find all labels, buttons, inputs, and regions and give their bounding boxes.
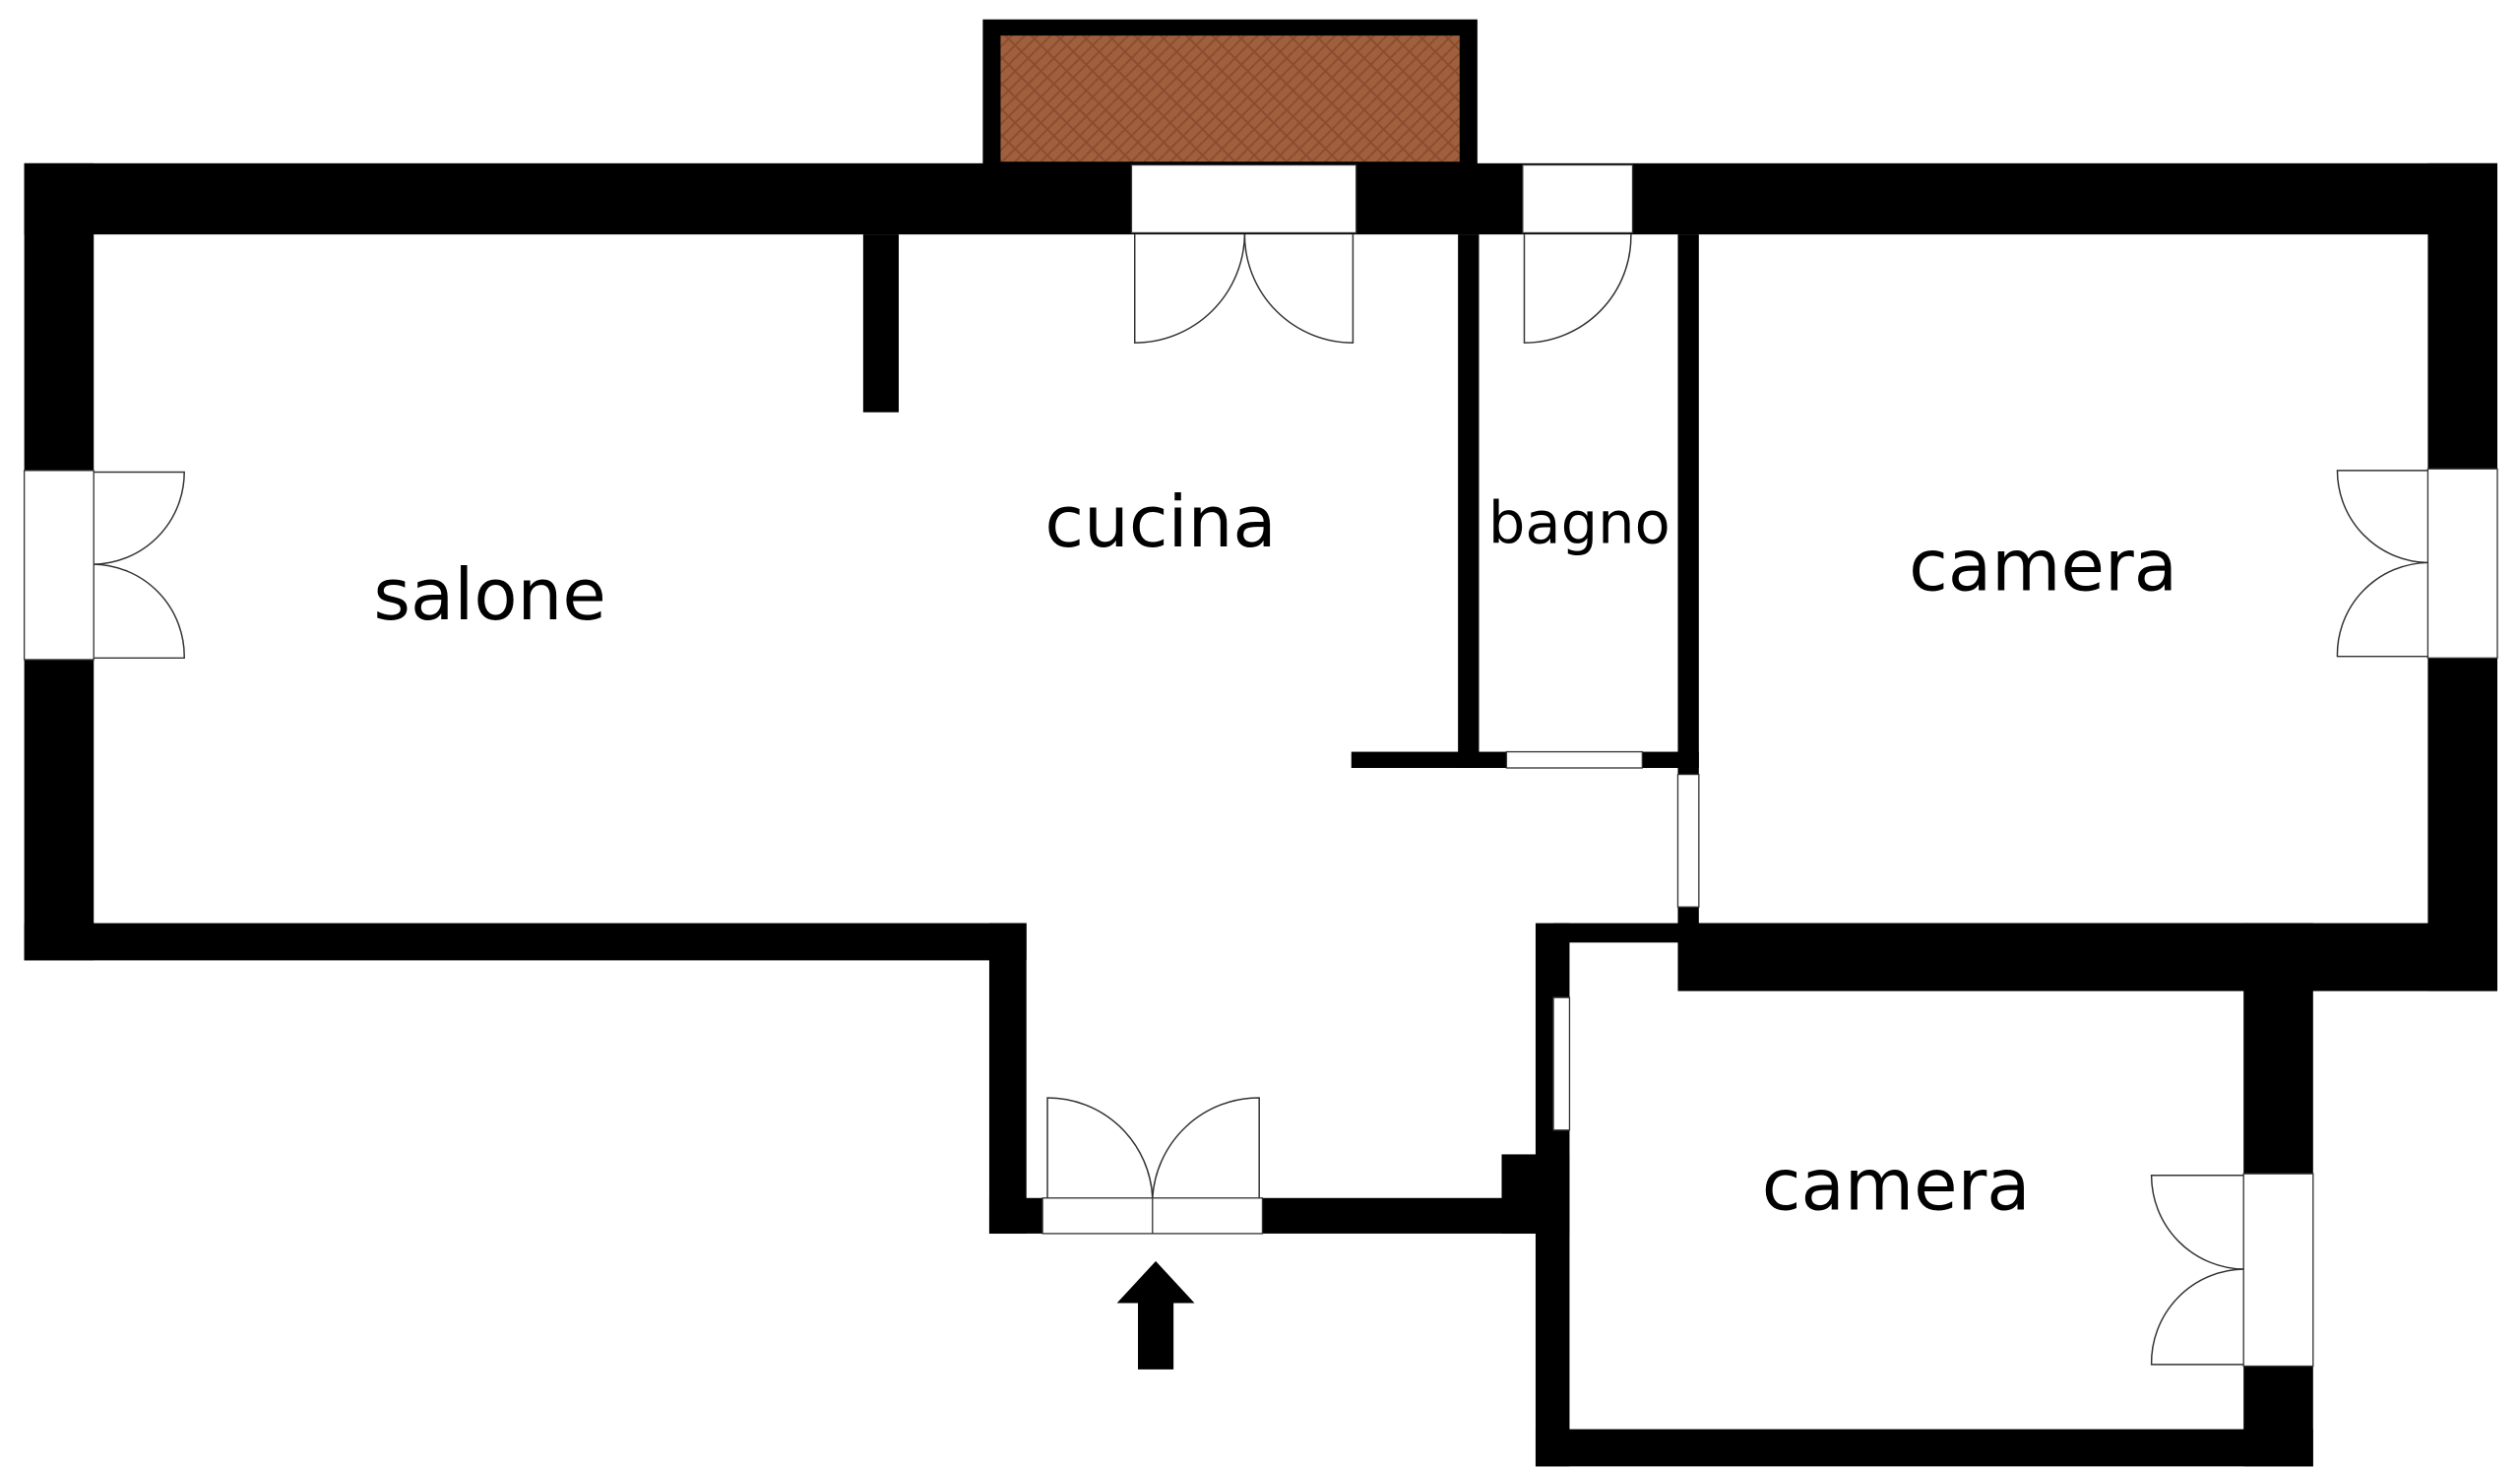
camera2-door <box>1552 996 1571 1131</box>
room-label-cucina: cucina <box>1044 481 1276 564</box>
wall-salone-bottom <box>24 923 1027 961</box>
room-label-camera-2: camera <box>1762 1144 2031 1227</box>
bagno-door <box>1505 750 1644 769</box>
camera2-window <box>2242 1173 2314 1368</box>
room-label-salone: salone <box>373 554 605 637</box>
room-label-bagno: bagno <box>1488 489 1670 557</box>
walls <box>24 162 2498 1467</box>
salone-window-top-swing <box>94 471 185 565</box>
balcony <box>982 19 1478 168</box>
wall-bagno-left <box>1458 234 1480 768</box>
camera1-window-bottom-swing <box>2336 561 2428 658</box>
camera1-door <box>1676 773 1700 908</box>
wall-camera1-bottom <box>1677 923 2498 991</box>
wall-camera2-bottom <box>1535 1429 2313 1467</box>
camera1-window <box>2426 468 2498 659</box>
camera2-window-top-swing <box>2150 1175 2244 1270</box>
wall-bagno-right <box>1677 234 1699 943</box>
wall-entry-left <box>988 923 1027 1234</box>
salone-window-bottom-swing <box>94 563 185 660</box>
arrow-up-icon <box>1116 1260 1195 1370</box>
camera2-window-bottom-swing <box>2150 1268 2244 1366</box>
camera1-window-top-swing <box>2336 470 2428 564</box>
room-label-camera-1: camera <box>1909 525 2177 607</box>
entrance-door-right-swing <box>1152 1097 1260 1198</box>
balcony-door-right-swing <box>1243 234 1354 344</box>
bagno-window-swing <box>1523 234 1632 344</box>
balcony-door-left-swing <box>1134 234 1246 344</box>
bagno-window <box>1522 163 1634 234</box>
openings <box>23 163 2498 1368</box>
wall-stub <box>862 234 899 413</box>
door-swings <box>94 234 2428 1366</box>
salone-window <box>23 470 94 661</box>
balcony-door-opening <box>1130 163 1357 234</box>
entrance-door-left-swing <box>1046 1097 1154 1198</box>
